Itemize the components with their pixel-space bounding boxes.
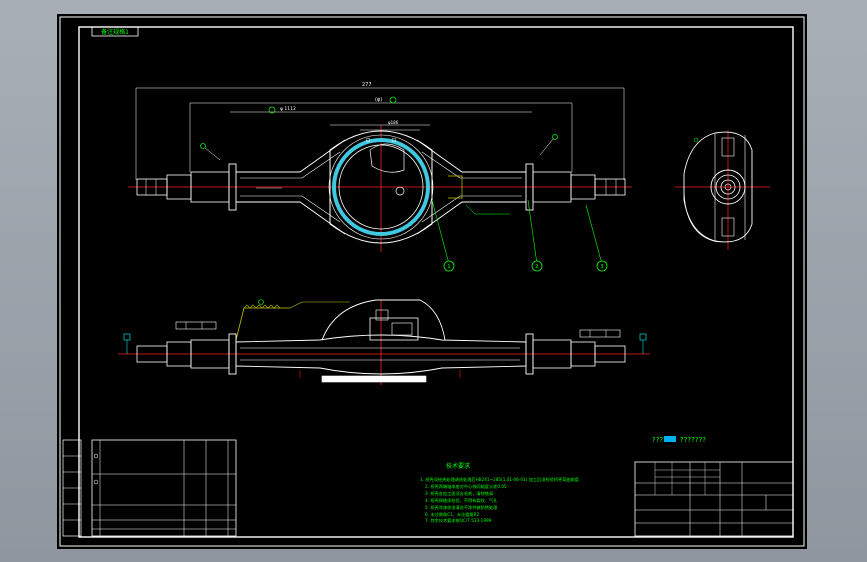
svg-text:2: 2 (535, 264, 538, 270)
technical-requirements: 技术要求 1. 桥壳须经热处理调质处理后HB241~285(1.01-06-01… (420, 462, 580, 524)
legend-mark-left: ???? (652, 436, 667, 444)
corner-tag-box (91, 26, 139, 37)
overall-dim-text: 277 (362, 82, 372, 88)
balloon-1: 1 (443, 260, 455, 272)
front-view (118, 299, 650, 385)
title-block (634, 461, 794, 537)
balloon-3: 3 (596, 260, 608, 272)
balloon-2: 2 (531, 260, 543, 272)
tech-title: 技术要求 (446, 462, 470, 470)
parts-list-table (91, 439, 237, 537)
datum-symbol (389, 96, 397, 104)
flange-dim-text: φ 1112 (280, 106, 296, 112)
inner-frame (78, 26, 794, 538)
legend-swatch (664, 436, 676, 442)
left-flange (228, 163, 237, 211)
corner-tag: 备注规格1 (101, 28, 129, 36)
tech-line-1: 1. 桥壳须经热处理调质处理后HB241~285(1.01-06-01) 加工后… (420, 476, 580, 483)
outer-border (59, 16, 805, 547)
revision-strip (62, 439, 82, 537)
tech-line-4: 4. 桥壳焊缝须检验，不得有裂纹、气孔 (425, 497, 498, 504)
inner-dim-text: (φ) (375, 97, 382, 103)
svg-text:1: 1 (447, 264, 450, 270)
center-dim-text: φ186 (388, 120, 399, 125)
tech-line-6: 6. 未注倒角C1，未注圆角R2 (425, 511, 480, 518)
legend-mark-right: ??????? (680, 436, 706, 444)
top-view: 277 (φ) φ 1112 φ186 (128, 82, 632, 272)
svg-text:3: 3 (600, 264, 603, 270)
tech-line-7: 7. 其余技术要求按QC/T 533-1999 (425, 517, 492, 524)
axle-housing-body (329, 130, 433, 244)
tech-line-3: 3. 桥壳各加工面须去毛刺，清除铁屑 (425, 490, 493, 497)
drawing-sheet (57, 14, 807, 549)
housing-ring (332, 138, 430, 236)
tech-line-2: 2. 桥壳两端轴承座对中心线同轴度公差0.05 (425, 483, 507, 490)
side-view (675, 130, 770, 250)
legend-marks: ???? ??????? (652, 436, 706, 444)
tech-line-5: 5. 桥壳涂漆前须清洗干净并做防锈处理 (425, 504, 498, 511)
